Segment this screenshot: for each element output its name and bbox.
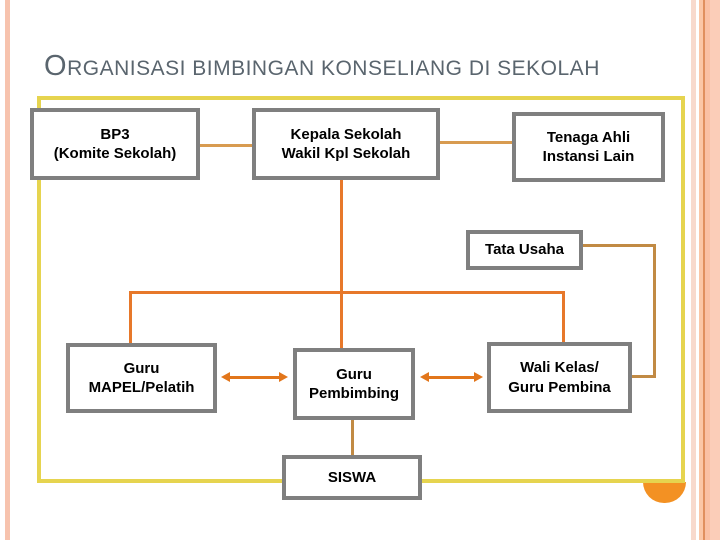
org-box-bp3: BP3 (Komite Sekolah)	[30, 108, 200, 180]
org-box-label: BP3	[100, 125, 130, 143]
org-box-label: MAPEL/Pelatih	[88, 379, 195, 396]
arrow-shaft	[427, 376, 476, 379]
right-accent-stripe-5	[710, 0, 720, 540]
connector-tree-bar	[129, 291, 565, 294]
arrowhead-left-icon	[420, 372, 429, 382]
org-box-label: Pembimbing	[308, 385, 399, 402]
right-accent-stripe-2	[699, 0, 703, 540]
org-box-tenaga-ahli: Tenaga Ahli Instansi Lain	[512, 112, 665, 182]
org-box-label: Tenaga Ahli	[546, 128, 631, 146]
connector-pembimbing-siswa	[351, 420, 354, 455]
org-box-label: Guru	[123, 359, 160, 377]
connector-tata-into-wali	[632, 375, 656, 378]
org-box-label: Guru	[336, 365, 372, 383]
connector-bp3-kepala	[200, 144, 252, 147]
connector-kepala-down	[340, 180, 343, 348]
org-box-label: Wali Kelas/	[520, 359, 599, 377]
double-arrow-pembimbing-wali	[420, 371, 483, 383]
org-box-label: Kepala Sekolah	[290, 125, 402, 143]
right-accent-stripe-4	[705, 0, 710, 540]
left-accent-stripe	[5, 0, 10, 540]
org-box-label: Instansi Lain	[542, 148, 635, 165]
connector-drop-mapel	[129, 291, 132, 343]
slide-title: ORGANISASI BIMBINGAN KONSELIANG DI SEKOL…	[44, 50, 600, 82]
arrowhead-right-icon	[474, 372, 483, 382]
org-box-kepala-sekolah: Kepala Sekolah Wakil Kpl Sekolah	[252, 108, 440, 180]
arrowhead-left-icon	[221, 372, 230, 382]
connector-tata-right	[583, 244, 656, 247]
semicircle-ornament	[643, 482, 686, 503]
arrowhead-right-icon	[279, 372, 288, 382]
right-accent-stripe-3	[703, 0, 705, 540]
org-box-label: SISWA	[327, 468, 377, 486]
org-box-siswa: SISWA	[282, 455, 422, 500]
org-box-label: Wakil Kpl Sekolah	[281, 145, 411, 162]
arrow-shaft	[228, 376, 281, 379]
connector-tata-down	[653, 244, 656, 378]
org-box-guru-pembimbing: Guru Pembimbing	[293, 348, 415, 420]
connector-kepala-tenaga	[440, 141, 512, 144]
double-arrow-mapel-pembimbing	[221, 371, 288, 383]
connector-drop-wali	[562, 291, 565, 342]
org-box-label: Tata Usaha	[485, 241, 564, 259]
org-box-wali-kelas: Wali Kelas/ Guru Pembina	[487, 342, 632, 413]
org-box-label: Guru Pembina	[508, 378, 611, 396]
org-box-guru-mapel: Guru MAPEL/Pelatih	[66, 343, 217, 413]
right-accent-stripe-1	[691, 0, 696, 540]
org-box-label: (Komite Sekolah)	[53, 145, 177, 162]
org-box-tata-usaha: Tata Usaha	[466, 230, 583, 270]
